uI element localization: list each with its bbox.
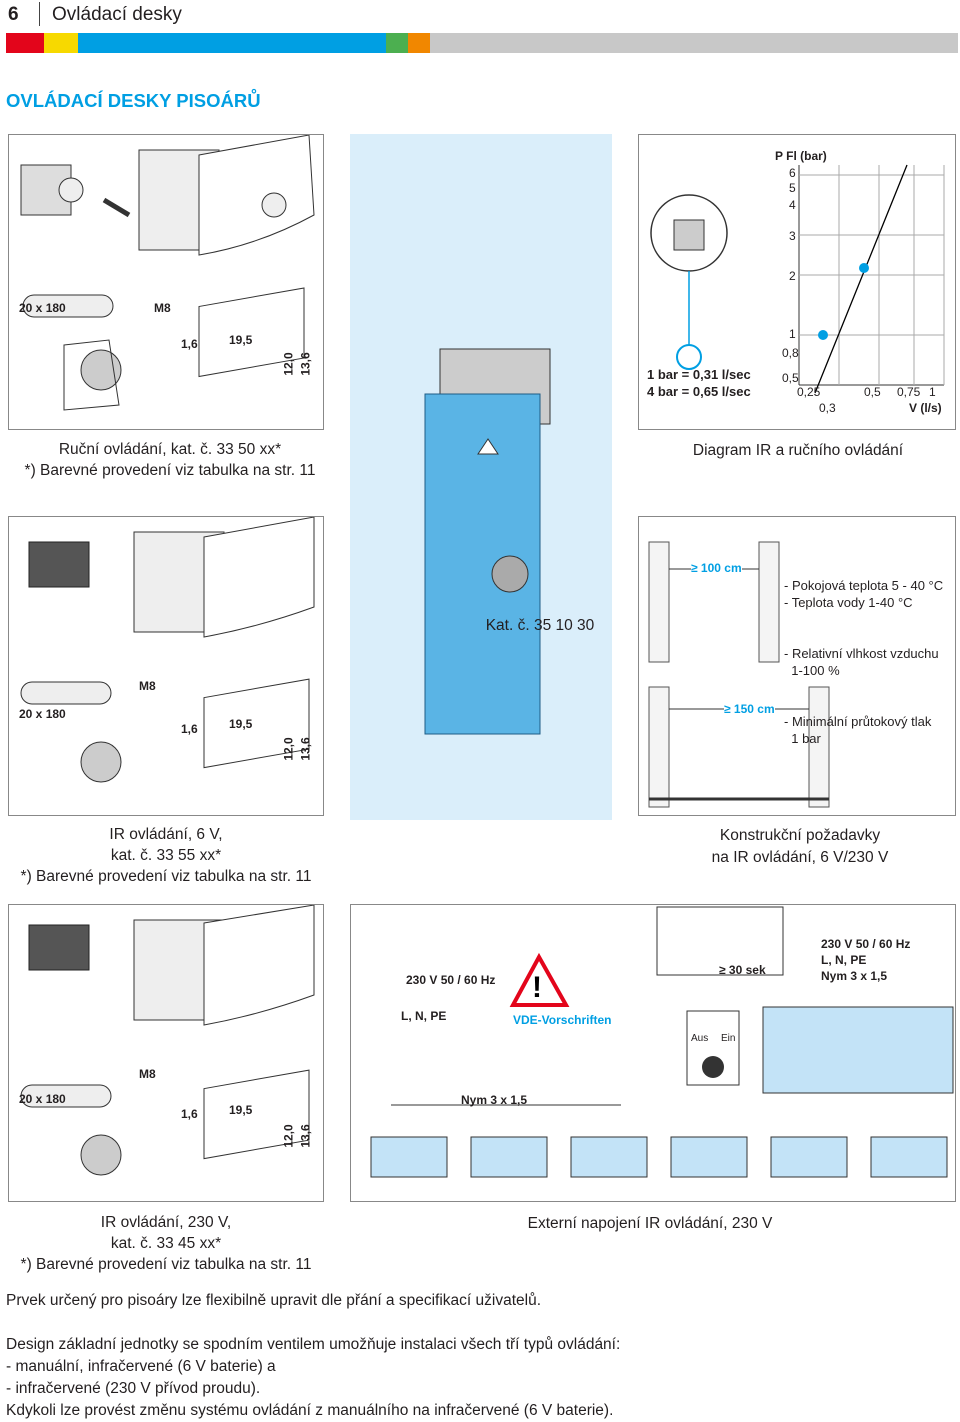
requirements-list: - Pokojová teplota 5 - 40 °C - Teplota vo…: [784, 543, 943, 764]
installation-frame-drawing: [424, 348, 551, 735]
flow-chart: [650, 164, 945, 394]
ir6-drawing: [20, 516, 315, 783]
y-tick-2: 2: [789, 269, 796, 283]
x-tick-03: 0,3: [819, 401, 836, 415]
spec-2: L, N, PE: [821, 953, 867, 967]
ir230-dim-a: 1,6: [181, 1107, 198, 1121]
dim-c: 12,0: [281, 352, 296, 376]
x-axis-label: V (l/s): [909, 401, 942, 415]
req-2: - Teplota vody 1-40 °C: [784, 595, 913, 610]
y-tick-05: 0,5: [782, 371, 799, 385]
manual-control-drawing: [20, 134, 315, 411]
ir230-caption-1: IR ovládání, 230 V,: [100, 1214, 232, 1231]
flow-note-1: 1 bar = 0,31 l/sec: [647, 367, 751, 382]
req-6: 1 bar: [784, 731, 821, 746]
paragraph-1: Prvek určený pro pisoáry lze flexibilně …: [6, 1292, 542, 1309]
frame-column: Kat. č. 35 10 30: [350, 134, 612, 820]
section-title: Ovládací desky: [52, 4, 182, 25]
svg-text:!: !: [532, 971, 542, 1004]
x-tick-05: 0,5: [864, 385, 881, 399]
diagram-caption: Diagram IR a ručního ovládání: [692, 442, 904, 459]
requirements-figure: ≥ 100 cm ≥ 150 cm - Pokojová teplota 5 -…: [638, 516, 956, 816]
x-tick-075: 0,75: [897, 385, 921, 399]
ir6-caption-1: IR ovládání, 6 V,: [109, 826, 223, 843]
y-tick-1: 1: [789, 327, 796, 341]
lnpe-label: L, N, PE: [401, 1009, 447, 1023]
ir230-dim-d: 13,6: [298, 1124, 313, 1148]
ir230-caption-2: kat. č. 33 45 xx*: [110, 1235, 222, 1252]
dim-pipe: 20 x 180: [19, 301, 66, 315]
manual-caption-2: *) Barevné provedení viz tabulka na str.…: [24, 462, 316, 479]
distance-100: ≥ 100 cm: [691, 561, 742, 575]
ir230-dim-b: 19,5: [229, 1103, 253, 1117]
x-tick-1: 1: [929, 385, 936, 399]
external-connection-figure: ! 230 V 50 / 60 Hz L, N, PE VDE-Vorschri…: [350, 904, 956, 1202]
ir230-caption-3: *) Barevné provedení viz tabulka na str.…: [20, 1256, 312, 1273]
x-tick-025: 0,25: [797, 385, 821, 399]
ein-label: Ein: [721, 1033, 736, 1044]
point-4bar: [859, 263, 869, 273]
ir230-drawing: [20, 904, 315, 1176]
timer-label: ≥ 30 sek: [719, 963, 766, 977]
spec-1: 230 V 50 / 60 Hz: [821, 937, 911, 951]
ir230-dim-c: 12,0: [281, 1124, 296, 1148]
manual-control-figure: 20 x 180 M8 1,6 19,5 12,0 13,6: [8, 134, 324, 430]
req-5: - Minimální průtokový tlak: [784, 714, 932, 729]
y-tick-08: 0,8: [782, 346, 799, 360]
manual-caption-1: Ruční ovládání, kat. č. 33 50 xx*: [58, 441, 282, 458]
paragraph-2-line-1: Design základní jednotky se spodním vent…: [6, 1336, 621, 1353]
req-4: 1-100 %: [784, 663, 840, 678]
paragraph-2-line-3: - infračervené (230 V přívod proudu).: [6, 1380, 261, 1397]
distance-150: ≥ 150 cm: [724, 702, 775, 716]
requirements-drawing: [648, 541, 830, 808]
ir6-dim-m8: M8: [139, 679, 156, 693]
ir6-figure: M8 20 x 180 1,6 19,5 12,0 13,6: [8, 516, 324, 816]
cable-label: Nym 3 x 1,5: [461, 1093, 528, 1107]
y-tick-3: 3: [789, 229, 796, 243]
req-3: - Relativní vlhkost vzduchu: [784, 646, 939, 661]
flow-line: [814, 164, 908, 394]
req-caption-2: na IR ovládání, 6 V/230 V: [711, 849, 889, 866]
point-1bar: [818, 330, 828, 340]
ir6-dim-b: 19,5: [229, 717, 253, 731]
ir230-dim-pipe: 20 x 180: [19, 1092, 66, 1106]
ir6-dim-c: 12,0: [281, 737, 296, 761]
paragraph-2-line-4: Kdykoli lze provést změnu systému ovládá…: [6, 1402, 614, 1419]
req-caption-1: Konstrukční požadavky: [719, 827, 881, 844]
dim-a: 1,6: [181, 337, 198, 351]
vde-label: VDE-Vorschriften: [513, 1013, 612, 1027]
y-tick-6: 6: [789, 166, 796, 180]
wiring-drawing: !: [370, 906, 954, 1178]
dim-d: 13,6: [298, 352, 313, 376]
page-title: OVLÁDACÍ DESKY PISOÁRŮ: [6, 90, 261, 111]
dim-b: 19,5: [229, 333, 253, 347]
ir230-dim-m8: M8: [139, 1067, 156, 1081]
flow-note-2: 4 bar = 0,65 l/sec: [647, 384, 751, 399]
ir6-dim-d: 13,6: [298, 737, 313, 761]
ir6-dim-a: 1,6: [181, 722, 198, 736]
ir6-dim-pipe: 20 x 180: [19, 707, 66, 721]
ir6-caption-2: kat. č. 33 55 xx*: [110, 847, 222, 864]
spec-3: Nym 3 x 1,5: [821, 969, 888, 983]
req-1: - Pokojová teplota 5 - 40 °C: [784, 578, 944, 593]
ir230-figure: M8 20 x 180 1,6 19,5 12,0 13,6: [8, 904, 324, 1202]
aus-label: Aus: [691, 1033, 709, 1044]
header-divider: [39, 2, 40, 26]
page-number: 6: [8, 4, 19, 25]
paragraph-2-line-2: - manuální, infračervené (6 V baterie) a: [6, 1358, 276, 1375]
y-tick-4: 4: [789, 198, 796, 212]
y-axis-label: P Fl (bar): [775, 149, 827, 163]
color-bar: [6, 33, 958, 53]
frame-caption: Kat. č. 35 10 30: [485, 617, 595, 634]
voltage-label: 230 V 50 / 60 Hz: [406, 973, 496, 987]
pressure-flow-figure: P Fl (bar) 6 5 4 3 2 1 0,8 0,5 0,25 0,3 …: [638, 134, 956, 430]
external-caption: Externí napojení IR ovládání, 230 V: [527, 1215, 773, 1232]
dim-thread: M8: [154, 301, 171, 315]
ir6-caption-3: *) Barevné provedení viz tabulka na str.…: [20, 868, 312, 885]
y-tick-5: 5: [789, 181, 796, 195]
